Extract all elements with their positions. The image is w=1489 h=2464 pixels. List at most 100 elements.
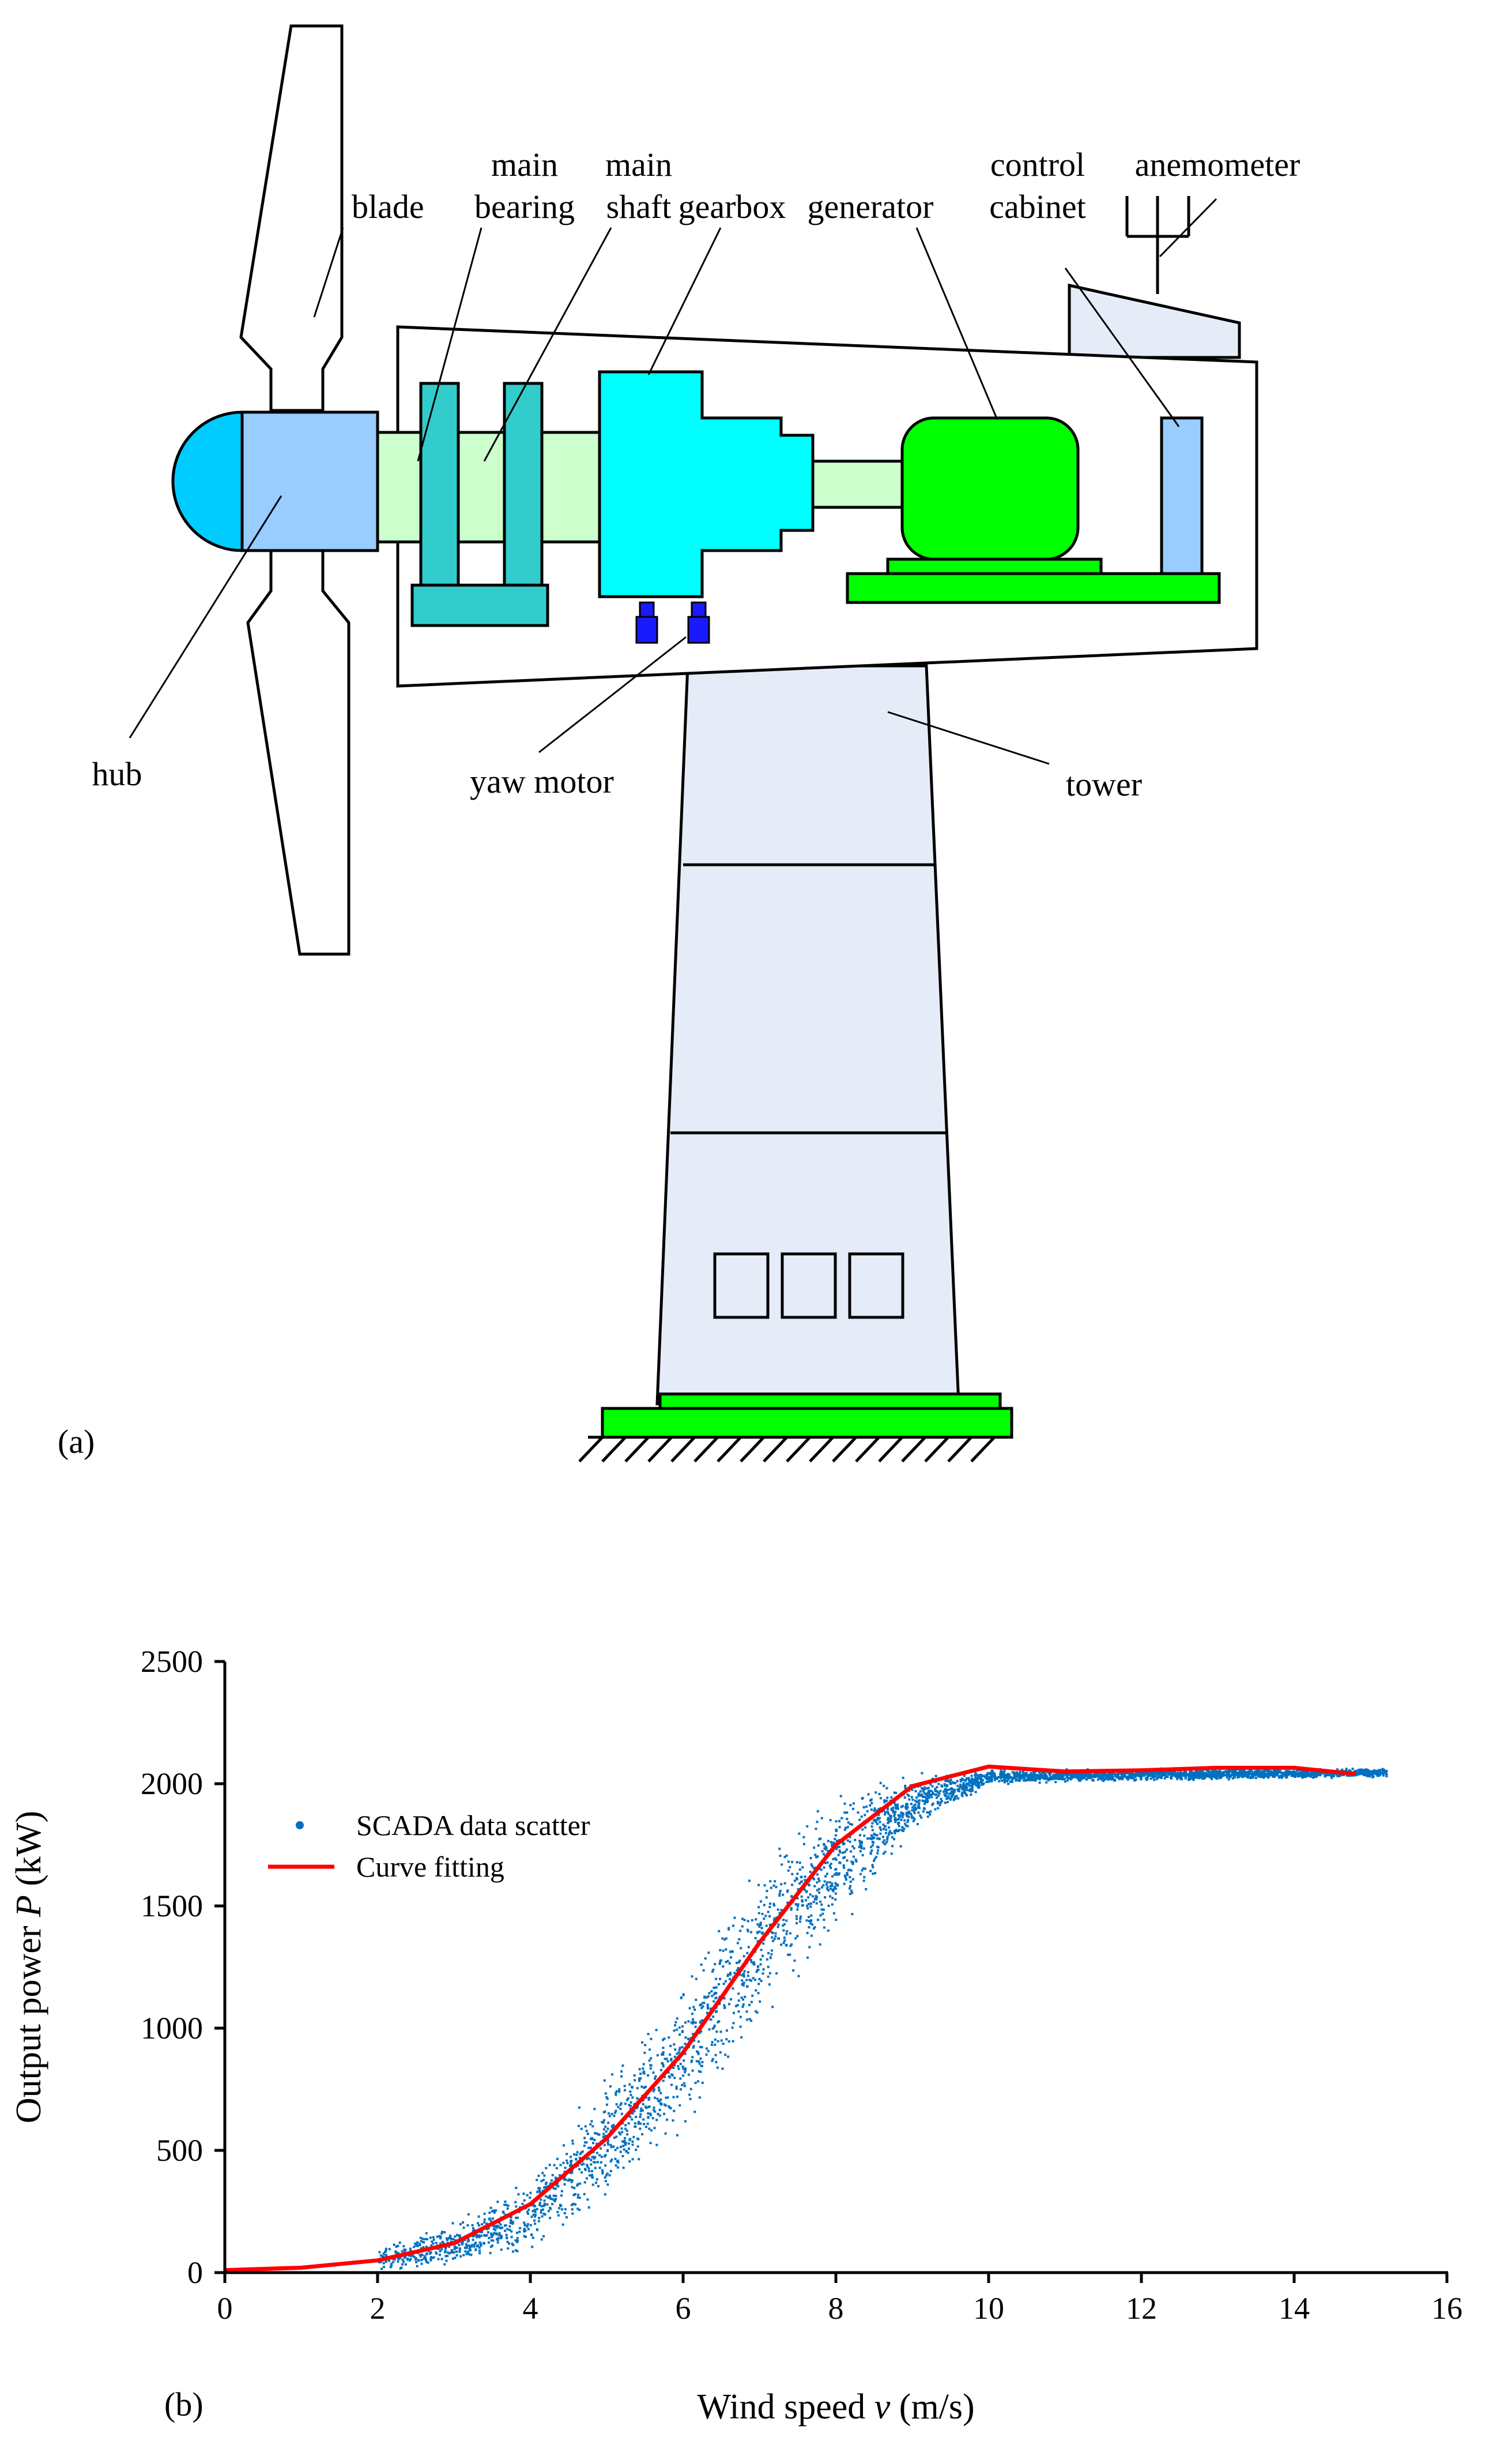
leader-yaw-motor — [538, 636, 687, 753]
leader-main-shaft — [483, 227, 612, 462]
panel-label-b: (b) — [164, 2386, 203, 2423]
label-control-cabinet-line1: control — [990, 146, 1085, 183]
hatch-line — [601, 1436, 627, 1463]
tower-window — [781, 1252, 837, 1319]
hatch-line — [924, 1436, 949, 1463]
generator-mount — [886, 557, 1103, 575]
wind-turbine-diagram: blade main bearing main shaft gearbox ge… — [58, 24, 1300, 1463]
yaw-motor — [635, 601, 658, 644]
leader-hub — [129, 495, 282, 739]
legend-marker-scatter — [296, 1821, 304, 1829]
leader-lines — [129, 198, 1217, 765]
foundation-top — [658, 1392, 1002, 1410]
hatch-line — [740, 1436, 765, 1463]
x-tick-label: 12 — [1126, 2291, 1157, 2326]
hatch-line — [809, 1436, 834, 1463]
hatch-line — [786, 1436, 811, 1463]
leader-control-cabinet — [1064, 268, 1180, 427]
label-control-cabinet-line2: cabinet — [989, 188, 1085, 225]
axes — [223, 1661, 1448, 2274]
x-tick-label: 16 — [1431, 2291, 1462, 2326]
label-main-bearing-line1: main — [491, 146, 558, 183]
anemometer — [1125, 196, 1190, 294]
foundation-slab — [601, 1407, 1013, 1439]
label-anemometer: anemometer — [1135, 146, 1300, 183]
hatch-line — [878, 1436, 903, 1463]
x-axis-title: Wind speed v (m/s) — [697, 2387, 974, 2427]
control-cabinet — [1160, 416, 1204, 575]
tower — [578, 664, 1013, 1463]
label-tower: tower — [1066, 766, 1142, 803]
x-tick-label: 8 — [828, 2291, 844, 2326]
hatch-line — [763, 1436, 788, 1463]
x-axis-title-unit: (m/s) — [899, 2387, 975, 2427]
hatch-line — [901, 1436, 926, 1463]
x-tick-label: 0 — [217, 2291, 233, 2326]
hatch-line — [717, 1436, 742, 1463]
y-axis-title-unit: (kW) — [9, 1811, 48, 1886]
blade-bottom — [246, 549, 350, 956]
y-tick-label: 1000 — [141, 2011, 203, 2045]
label-main-bearing-line2: bearing — [474, 188, 575, 225]
generator-platform — [846, 572, 1221, 604]
scatter-points — [378, 1767, 1388, 2270]
tower-window — [848, 1252, 904, 1319]
hatch-line — [693, 1436, 719, 1463]
y-axis-title-var: P — [9, 1895, 48, 1917]
main-bearing — [419, 382, 460, 587]
fit-curve-line — [224, 1764, 1356, 2273]
yaw-motor — [687, 601, 710, 644]
x-tick-label: 4 — [523, 2291, 538, 2326]
generator — [900, 416, 1080, 561]
label-gearbox: gearbox — [678, 188, 786, 225]
hatch-line — [647, 1436, 673, 1463]
y-axis-title-text: Output power — [9, 1926, 48, 2123]
legend: SCADA data scatter Curve fitting — [268, 1809, 590, 1883]
hatch-line — [832, 1436, 857, 1463]
tower-body — [655, 664, 960, 1406]
leader-anemometer — [1159, 198, 1217, 258]
hatch-line — [970, 1436, 996, 1463]
leader-gearbox — [647, 227, 722, 375]
hatch-line — [578, 1436, 604, 1463]
scatter-series — [378, 1767, 1388, 2270]
main-bearing-base — [410, 583, 549, 627]
blade-top — [239, 24, 344, 412]
label-blade: blade — [352, 188, 424, 225]
leader-generator — [915, 227, 998, 420]
y-tick-label: 2500 — [141, 1644, 203, 1679]
anemometer-housing — [1068, 283, 1241, 359]
panel-label-a: (a) — [58, 1423, 95, 1460]
label-generator: generator — [808, 188, 934, 225]
y-tick-label: 1500 — [141, 1889, 203, 1923]
x-tick-label: 10 — [973, 2291, 1004, 2326]
y-tick-label: 0 — [187, 2255, 203, 2290]
label-main-shaft-line2: shaft — [606, 188, 672, 225]
hub — [240, 410, 379, 552]
gearbox — [598, 370, 815, 598]
label-main-shaft-line1: main — [605, 146, 672, 183]
hub-nose-cone — [171, 410, 244, 552]
x-axis-title-text: Wind speed — [697, 2387, 865, 2427]
hatch-line — [624, 1436, 650, 1463]
hatch-line — [670, 1436, 696, 1463]
x-tick-label: 6 — [676, 2291, 691, 2326]
x-tick-label: 14 — [1279, 2291, 1310, 2326]
leader-main-bearing — [417, 227, 482, 462]
legend-label-fit: Curve fitting — [356, 1851, 504, 1883]
ground-hatching — [578, 1436, 996, 1463]
tower-window — [713, 1252, 770, 1319]
hatch-line — [947, 1436, 972, 1463]
legend-label-scatter: SCADA data scatter — [356, 1809, 590, 1841]
x-tick-label: 2 — [370, 2291, 386, 2326]
hatch-line — [855, 1436, 880, 1463]
output-shaft — [811, 459, 913, 509]
leader-tower — [887, 711, 1050, 765]
leader-blade — [313, 227, 344, 318]
x-axis-title-var: v — [874, 2387, 891, 2427]
label-yaw-motor: yaw motor — [470, 763, 614, 800]
y-tick-label: 2000 — [141, 1766, 203, 1801]
